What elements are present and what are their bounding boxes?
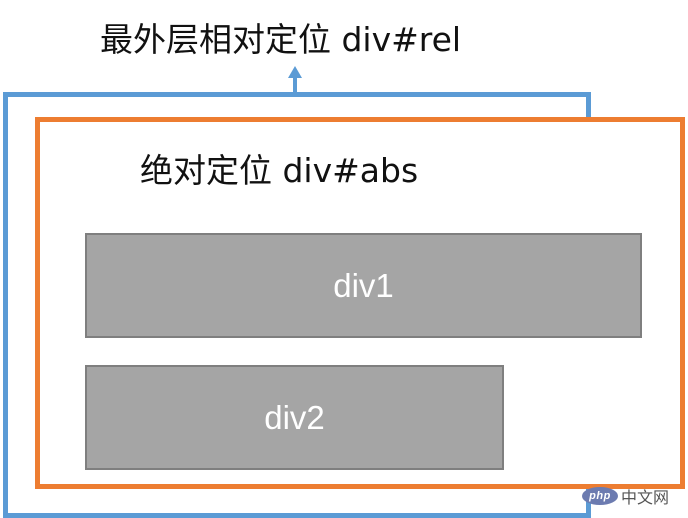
div2-label: div2: [264, 398, 325, 436]
watermark-logo: php: [582, 487, 618, 505]
div1-box: div1: [85, 233, 642, 338]
inner-abs-label: 绝对定位 div#abs: [140, 151, 419, 190]
arrow-up-icon: [288, 66, 302, 96]
div2-box: div2: [85, 365, 504, 470]
watermark-text: 中文网: [621, 488, 670, 507]
outer-rel-label: 最外层相对定位 div#rel: [100, 20, 462, 59]
div1-label: div1: [333, 266, 394, 304]
watermark: php 中文网: [582, 483, 682, 509]
